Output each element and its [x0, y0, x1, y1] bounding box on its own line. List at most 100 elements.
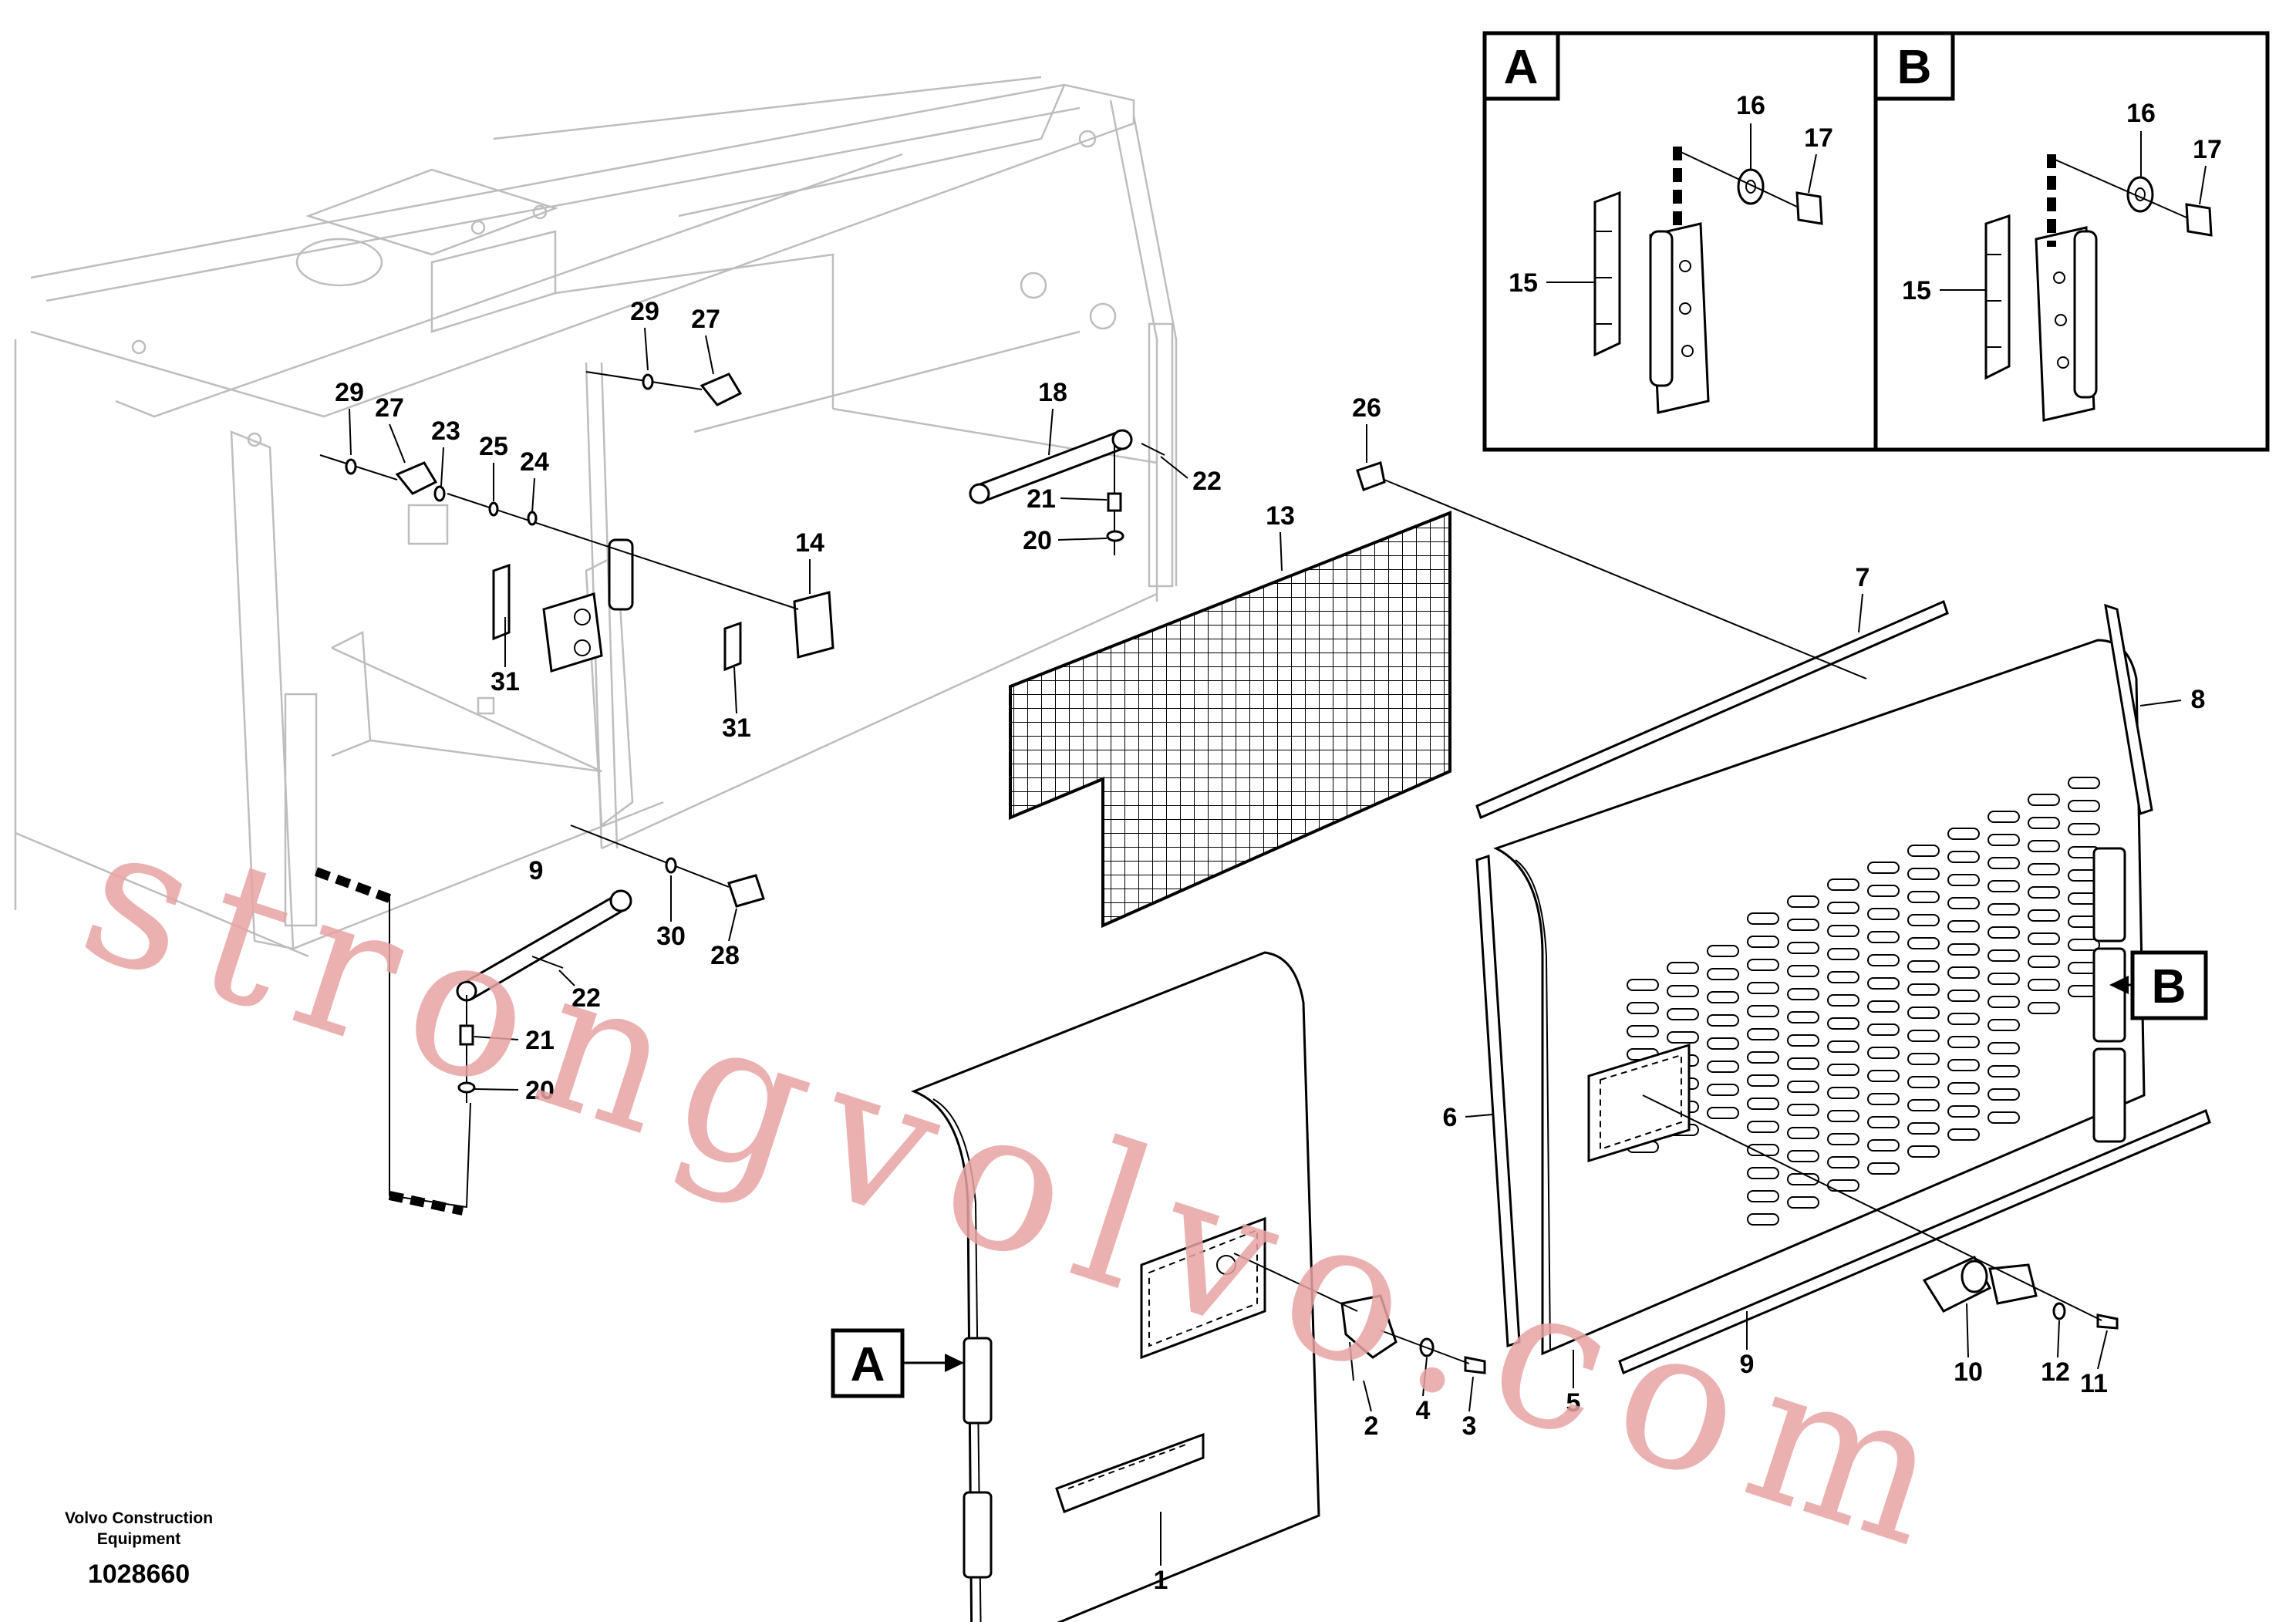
part-label-5: 5 — [1566, 1388, 1581, 1418]
part-label-7: 7 — [1856, 563, 1870, 592]
part-label-22b: 22 — [571, 983, 601, 1013]
louver-slot — [1827, 902, 1859, 914]
louver-slot — [1747, 1190, 1779, 1202]
louver-slot — [1827, 925, 1859, 937]
louver-slot — [1947, 990, 1980, 1002]
part-label-29b: 29 — [335, 378, 364, 407]
louver-slot — [1707, 945, 1739, 957]
hinge-b-upper — [2092, 847, 2126, 943]
large-side-door — [1475, 599, 2211, 1375]
louver-slot — [1867, 1139, 1900, 1152]
part-label-12: 12 — [2041, 1357, 2070, 1387]
louver-slot — [1827, 1064, 1859, 1076]
bump-stop-28 — [727, 874, 765, 908]
louver-slot — [1627, 1002, 1659, 1014]
part-label-8: 8 — [2191, 685, 2206, 714]
louver-slot — [2068, 777, 2100, 789]
part-label-6: 6 — [1443, 1103, 1458, 1132]
louver-slot — [1827, 948, 1859, 960]
part-label-31b: 31 — [722, 713, 751, 743]
part-label-22a: 22 — [1192, 467, 1222, 496]
louver-slot — [1867, 885, 1900, 897]
louver-slot — [1988, 1065, 2020, 1077]
part-label-26: 26 — [1352, 393, 1381, 423]
louver-slot — [1707, 1061, 1739, 1073]
detail-b-letter: B — [1897, 41, 1932, 94]
louver-slot — [1988, 834, 2020, 846]
rubber-stop-14 — [793, 591, 834, 659]
part-label-27a: 27 — [691, 305, 720, 334]
louver-slot — [1747, 1074, 1779, 1087]
louver-slot — [1787, 1081, 1819, 1093]
upper-hinge — [542, 592, 603, 673]
louver-slot — [1947, 1036, 1980, 1048]
louver-slot — [1707, 1014, 1739, 1027]
latch-2 — [1340, 1294, 1397, 1359]
louver-slot — [2028, 886, 2060, 899]
wing-bolt-26 — [1356, 461, 1386, 491]
seal-strip-7 — [1475, 599, 1949, 820]
louver-slot — [1787, 988, 1819, 1000]
louver-slot — [2028, 979, 2060, 991]
detail-b-view: B 16 17 15 — [1873, 31, 2222, 422]
louver-slot — [1988, 949, 2020, 962]
part-label-20b: 20 — [525, 1076, 555, 1105]
louver-slot — [2028, 956, 2060, 968]
part-label-29a: 29 — [630, 297, 659, 326]
louver-slot — [1867, 1070, 1900, 1082]
part-labels: 1 2 3 4 5 6 7 8 9 10 11 12 13 14 18 9 20… — [335, 297, 2205, 1595]
louver-slot — [1988, 811, 2020, 823]
footer-company-line2: Equipment — [97, 1530, 181, 1548]
louver-slot — [1707, 1107, 1739, 1119]
washer-12 — [2052, 1302, 2066, 1320]
louver-slot — [1947, 1059, 1980, 1071]
louver-slot — [2068, 800, 2100, 812]
louver-slot — [1988, 880, 2020, 892]
louver-slot — [1907, 1122, 1940, 1135]
louver-slot — [2068, 939, 2100, 951]
louver-slot — [1947, 943, 1980, 956]
louver-slot — [1947, 874, 1980, 886]
louver-slot — [2028, 817, 2060, 829]
louver-slot — [1827, 1110, 1859, 1122]
louver-slot — [1867, 1000, 1900, 1013]
door-handle — [1055, 1432, 1205, 1513]
louver-slot — [2028, 794, 2060, 806]
louver-slot — [1947, 1105, 1980, 1118]
screw-11 — [2096, 1313, 2119, 1330]
bolt — [2185, 203, 2213, 237]
bump-stop-27-lower — [395, 461, 438, 495]
louver-slot — [1907, 1145, 1940, 1158]
spring-21b — [459, 1024, 474, 1046]
louver-slot — [1988, 857, 2020, 869]
louver-slot — [1867, 1047, 1900, 1059]
hinge-shim-plate — [1984, 214, 2011, 380]
part-label-14: 14 — [795, 528, 824, 558]
louver-slot — [1787, 942, 1819, 954]
detail-b-label-16: 16 — [2126, 99, 2156, 128]
louver-slot — [1747, 1121, 1779, 1133]
callout-flag-b: B — [2109, 950, 2208, 1020]
detail-a-label-16: 16 — [1736, 91, 1765, 120]
part-label-24: 24 — [520, 447, 549, 477]
louver-slot — [1627, 1025, 1659, 1037]
louver-slot — [1787, 1104, 1819, 1116]
louver-slot — [1827, 1179, 1859, 1192]
louver-slot — [1747, 912, 1779, 925]
louver-slot — [2068, 823, 2100, 835]
shim-31-left — [492, 563, 511, 641]
louver-slot — [1907, 1099, 1940, 1111]
louver-slot — [2028, 932, 2060, 945]
louver-slot — [1827, 1040, 1859, 1053]
louver-slot — [1988, 973, 2020, 985]
part-label-27b: 27 — [375, 393, 404, 423]
louver-slot — [1707, 968, 1739, 980]
detail-b-label-15: 15 — [1902, 276, 1931, 305]
part-label-18: 18 — [1038, 378, 1067, 407]
part-label-23: 23 — [431, 416, 460, 446]
louver-slot — [1867, 1162, 1900, 1175]
louver-slot — [1787, 1127, 1819, 1139]
louver-slot — [1827, 1133, 1859, 1145]
louver-slot — [1947, 1128, 1980, 1141]
louver-slot — [1707, 1037, 1739, 1050]
